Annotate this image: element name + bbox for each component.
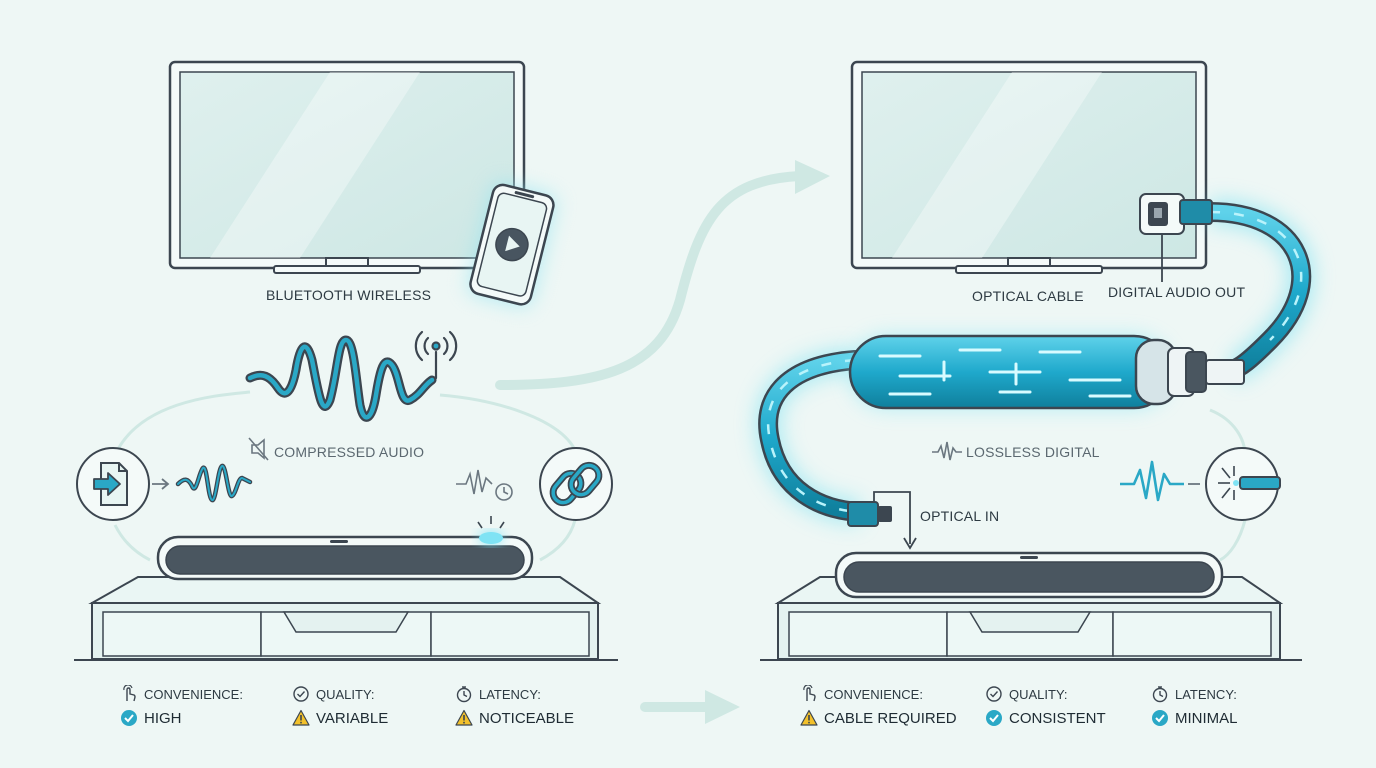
right-metric-convenience: CONVENIENCE: CABLE REQUIRED xyxy=(800,685,985,728)
optical-cable xyxy=(755,199,1315,550)
hand-pointer-icon xyxy=(123,685,136,702)
check-badge-icon xyxy=(121,710,137,726)
metric-value: MINIMAL xyxy=(1175,709,1238,727)
jitter-wave-icon xyxy=(456,469,513,501)
loop-arrows xyxy=(113,390,1247,562)
check-badge-icon xyxy=(1152,710,1168,726)
metric-label: CONVENIENCE: xyxy=(824,686,923,702)
warning-icon xyxy=(455,709,473,726)
metric-value: CABLE REQUIRED xyxy=(824,709,957,727)
hand-pointer-icon xyxy=(803,685,816,702)
left-soundbar xyxy=(156,516,534,581)
left-metric-convenience: CONVENIENCE: HIGH xyxy=(120,685,290,728)
warning-icon xyxy=(292,709,310,726)
stopwatch-icon xyxy=(456,686,472,703)
left-metric-latency: LATENCY: NOTICEABLE xyxy=(455,685,625,728)
stopwatch-icon xyxy=(1152,686,1168,703)
check-badge-icon xyxy=(986,710,1002,726)
right-metric-quality: QUALITY: CONSISTENT xyxy=(985,685,1155,728)
antenna-icon xyxy=(414,330,458,380)
metric-label: QUALITY: xyxy=(316,686,375,702)
broken-link-circle-icon xyxy=(539,447,613,521)
arrow-head-top xyxy=(795,160,830,194)
compressed-audio-label: COMPRESSED AUDIO xyxy=(274,444,425,460)
bluetooth-mode-label: BLUETOOTH WIRELESS xyxy=(266,287,432,303)
metric-label: LATENCY: xyxy=(479,686,541,702)
metric-value: HIGH xyxy=(144,709,182,727)
right-tv xyxy=(850,60,1208,274)
check-circle-icon xyxy=(986,686,1002,702)
lossless-wave-small xyxy=(1120,460,1184,502)
left-tv xyxy=(168,60,526,274)
arrow-head-bottom xyxy=(705,690,740,724)
right-soundbar xyxy=(834,551,1224,599)
left-to-right-arrow xyxy=(495,171,805,390)
digital-audio-out-label: DIGITAL AUDIO OUT xyxy=(1108,284,1246,300)
bluetooth-wave xyxy=(245,335,437,422)
muted-wave-icon xyxy=(248,437,269,461)
metric-value: NOTICEABLE xyxy=(479,709,575,727)
metric-value: CONSISTENT xyxy=(1009,709,1106,727)
phone-device xyxy=(468,182,556,307)
optical-mode-label: OPTICAL CABLE xyxy=(972,288,1084,304)
audio-file-circle-icon xyxy=(76,447,150,521)
lossless-wave-icon xyxy=(932,441,962,461)
optical-in-label: OPTICAL IN xyxy=(920,508,1000,524)
optical-out-port xyxy=(1139,193,1185,282)
left-media-console xyxy=(74,576,618,661)
check-circle-icon xyxy=(293,686,309,702)
warning-icon xyxy=(800,709,818,726)
metric-label: CONVENIENCE: xyxy=(144,686,243,702)
lossless-digital-label: LOSSLESS DIGITAL xyxy=(966,444,1100,460)
laser-circle-icon xyxy=(1205,447,1281,521)
metric-label: LATENCY: xyxy=(1175,686,1237,702)
left-metric-quality: QUALITY: VARIABLE xyxy=(292,685,462,728)
metric-value: VARIABLE xyxy=(316,709,389,727)
flow-arrows xyxy=(495,171,805,712)
right-metric-latency: LATENCY: MINIMAL xyxy=(1151,685,1321,728)
metric-label: QUALITY: xyxy=(1009,686,1068,702)
small-arrow xyxy=(152,478,170,490)
